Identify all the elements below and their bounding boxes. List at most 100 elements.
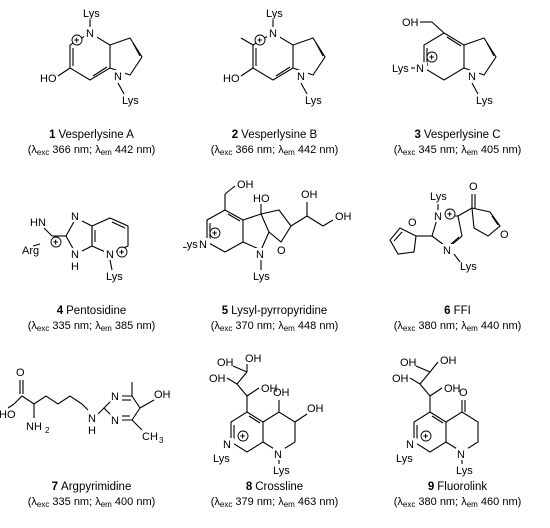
compound-wavelengths-9: (λexc 380 nm; λem 460 nm) — [393, 496, 522, 509]
svg-text:Lys: Lys — [213, 453, 230, 465]
svg-text:Lys: Lys — [183, 239, 198, 251]
compound-wavelengths-7: (λexc 335 nm; λem 400 nm) — [27, 496, 156, 509]
svg-text:O: O — [16, 367, 25, 379]
svg-text:+: + — [429, 52, 434, 62]
svg-text:O: O — [469, 181, 478, 193]
svg-text:N: N — [274, 449, 282, 461]
svg-text:+: + — [212, 228, 217, 238]
svg-text:NH: NH — [26, 421, 42, 433]
svg-text:N: N — [256, 249, 264, 261]
svg-text:HO: HO — [0, 409, 16, 421]
compound-wavelengths-2: (λexc 366 nm; λem 442 nm) — [210, 144, 339, 157]
svg-text:OH: OH — [245, 353, 262, 365]
svg-text:O: O — [459, 387, 468, 399]
svg-text:Lys: Lys — [460, 261, 477, 273]
compound-wavelengths-8: (λexc 379 nm; λem 463 nm) — [210, 496, 339, 509]
svg-text:N: N — [111, 391, 119, 403]
svg-text:N: N — [71, 249, 79, 261]
svg-text:Lys: Lys — [430, 191, 447, 203]
svg-text:Lys: Lys — [476, 95, 493, 107]
svg-text:N: N — [106, 249, 114, 261]
structure-lysyl-pyrropyridine: OH HO OH OH O N Lys + N Lys — [183, 176, 366, 304]
compound-wavelengths-3: (λexc 345 nm; λem 405 nm) — [393, 144, 522, 157]
structure-fluorolink: O OH OH OH OH N Lys + N Lys — [366, 352, 549, 480]
svg-text:N: N — [457, 449, 465, 461]
svg-text:+: + — [240, 431, 245, 441]
svg-text:H: H — [71, 261, 79, 273]
structure-argpyrimidine: O HO NH 2 N H N N OH CH 3 — [0, 352, 183, 480]
svg-text:Lys: Lys — [456, 465, 473, 477]
svg-text:OH: OH — [217, 357, 234, 369]
svg-text:Lys: Lys — [273, 465, 290, 477]
svg-text:N: N — [86, 28, 94, 40]
svg-text:+: + — [447, 209, 452, 219]
svg-text:Lys: Lys — [122, 95, 139, 107]
svg-text:OH: OH — [440, 355, 457, 367]
svg-text:N: N — [223, 439, 231, 451]
svg-text:OH: OH — [392, 373, 409, 385]
structure-crossline: OH OH OH OH OH OH N Lys + N Lys — [183, 352, 366, 480]
svg-text:OH: OH — [261, 383, 278, 395]
svg-text:N: N — [114, 71, 122, 83]
svg-text:CH: CH — [142, 431, 158, 443]
svg-text:N: N — [297, 71, 305, 83]
svg-text:N: N — [269, 28, 277, 40]
svg-text:OH: OH — [154, 389, 171, 401]
structure-vesperlysine-a: N Lys + HO N Lys — [0, 0, 183, 128]
svg-text:+: + — [257, 35, 262, 45]
svg-text:HO: HO — [253, 193, 270, 205]
svg-text:N: N — [434, 211, 442, 223]
svg-text:N: N — [406, 439, 414, 451]
svg-text:OH: OH — [444, 383, 461, 395]
svg-text:OH: OH — [237, 179, 254, 191]
svg-text:2: 2 — [45, 426, 50, 435]
svg-text:+: + — [119, 247, 124, 257]
compound-wavelengths-5: (λexc 370 nm; λem 448 nm) — [210, 320, 339, 333]
structure-vesperlysine-c: OH N Lys + N Lys — [366, 0, 549, 128]
svg-text:Lys: Lys — [396, 453, 413, 465]
svg-text:Lys: Lys — [106, 271, 123, 283]
svg-text:N: N — [443, 245, 451, 257]
svg-text:Lys: Lys — [392, 63, 409, 75]
svg-text:N: N — [111, 415, 119, 427]
svg-text:OH: OH — [400, 357, 417, 369]
svg-text:HO: HO — [40, 73, 57, 85]
svg-text:Lys: Lys — [305, 95, 322, 107]
structure-ffi: O O O N Lys + N Lys — [366, 176, 549, 304]
svg-text:OH: OH — [301, 189, 318, 201]
svg-text:N: N — [468, 71, 476, 83]
structure-vesperlysine-b: N Lys + HO N Lys — [183, 0, 366, 128]
svg-text:+: + — [74, 35, 79, 45]
svg-text:O: O — [500, 229, 509, 241]
compound-panel-7: O HO NH 2 N H N N OH CH 3 — [0, 352, 183, 528]
svg-text:N: N — [71, 211, 79, 223]
svg-text:Arg: Arg — [22, 245, 39, 257]
svg-text:Lys: Lys — [83, 8, 100, 20]
svg-text:OH: OH — [335, 211, 352, 223]
svg-text:HO: HO — [223, 73, 240, 85]
compound-wavelengths-6: (λexc 380 nm; λem 440 nm) — [393, 320, 522, 333]
svg-text:OH: OH — [209, 373, 226, 385]
structure-pentosidine: HN Arg N N H + N + Lys — [0, 176, 183, 304]
svg-text:N: N — [199, 239, 207, 251]
svg-text:OH: OH — [402, 17, 419, 29]
svg-text:3: 3 — [159, 436, 164, 445]
svg-text:O: O — [408, 217, 417, 229]
svg-text:OH: OH — [273, 387, 290, 399]
